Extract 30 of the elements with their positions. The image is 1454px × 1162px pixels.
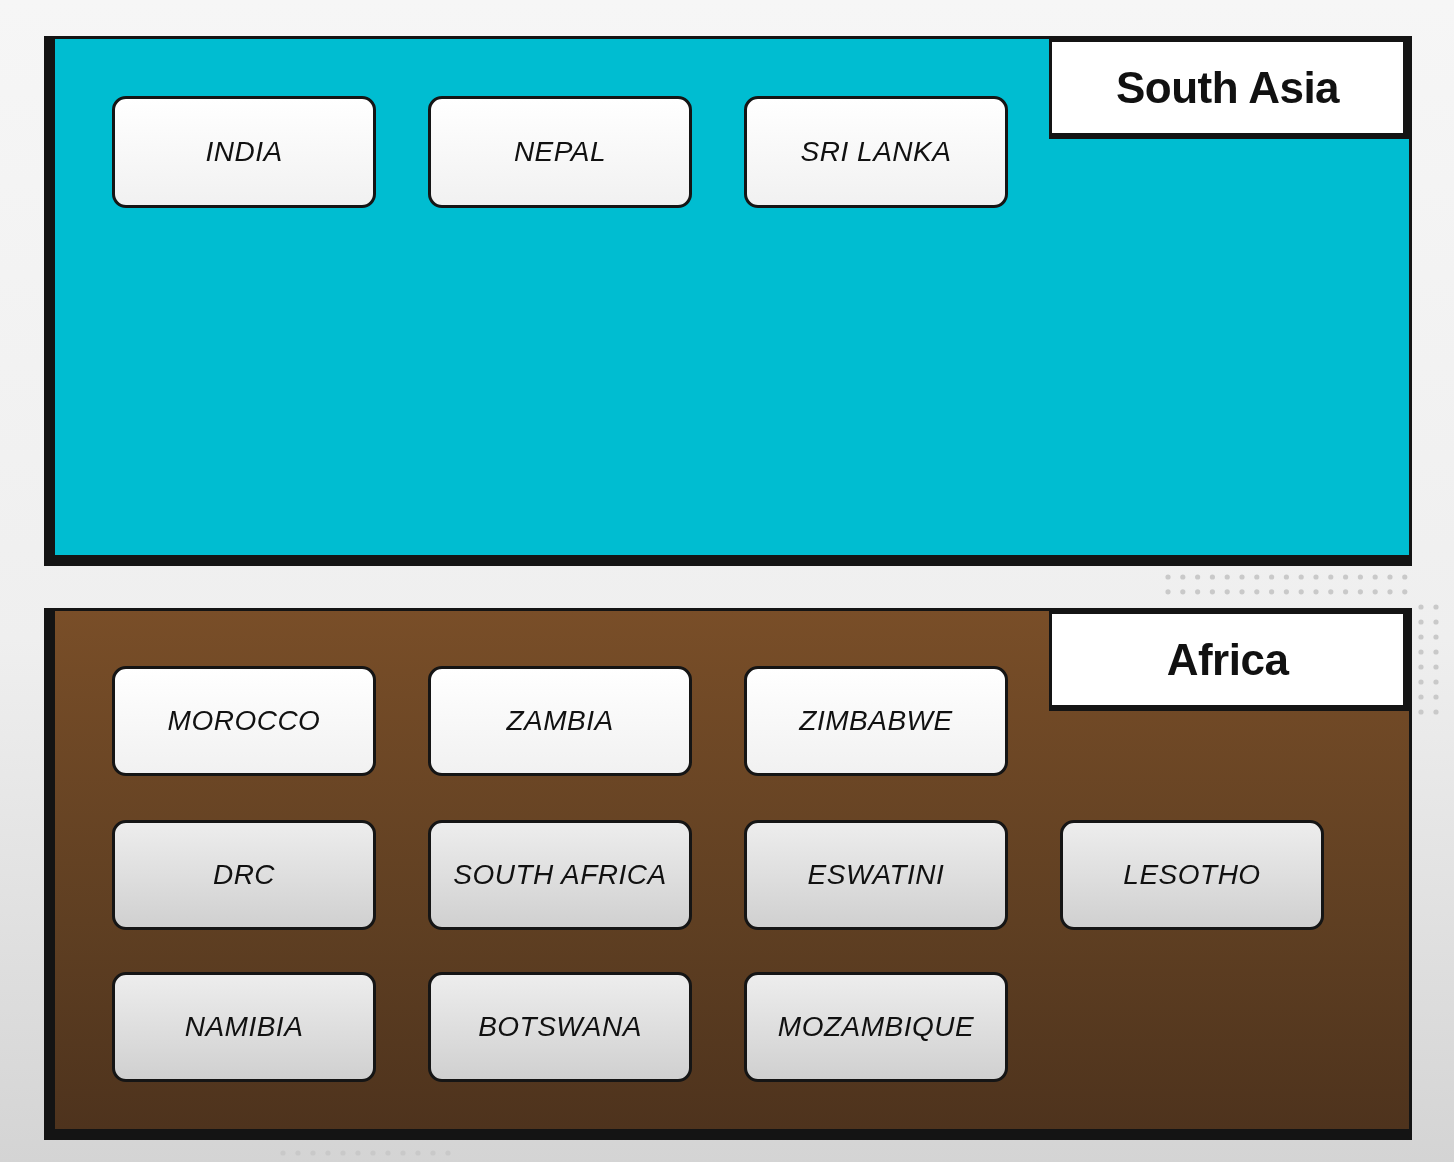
- country-box: [112, 96, 376, 208]
- country-box: [744, 96, 1008, 208]
- country-name: MOROCCO: [167, 705, 321, 737]
- region-panel: [44, 608, 1412, 1140]
- country-name: DRC: [212, 859, 276, 891]
- country-name: BOTSWANA: [478, 1011, 642, 1043]
- country-name: ZAMBIA: [506, 705, 614, 737]
- country-name: ESWATINI: [807, 859, 945, 891]
- country-box: [744, 820, 1008, 930]
- country-box: [112, 820, 376, 930]
- country-name: ZIMBABWE: [799, 705, 953, 737]
- country-name: SOUTH AFRICA: [453, 859, 667, 891]
- country-box: [428, 666, 692, 776]
- region-title: South Asia: [1049, 39, 1409, 139]
- region-panel: [44, 36, 1412, 566]
- country-name: LESOTHO: [1123, 859, 1261, 891]
- country-box: [1060, 820, 1324, 930]
- country-box: [428, 96, 692, 208]
- country-name: MOZAMBIQUE: [777, 1011, 975, 1043]
- region-title: Africa: [1049, 611, 1409, 711]
- country-box: [112, 972, 376, 1082]
- country-box: [428, 820, 692, 930]
- country-name: NAMIBIA: [184, 1011, 304, 1043]
- country-name: NEPAL: [513, 136, 607, 168]
- country-name: INDIA: [205, 136, 283, 168]
- country-box: [744, 972, 1008, 1082]
- country-name: SRI LANKA: [800, 136, 952, 168]
- country-box: [112, 666, 376, 776]
- country-box: [744, 666, 1008, 776]
- country-box: [428, 972, 692, 1082]
